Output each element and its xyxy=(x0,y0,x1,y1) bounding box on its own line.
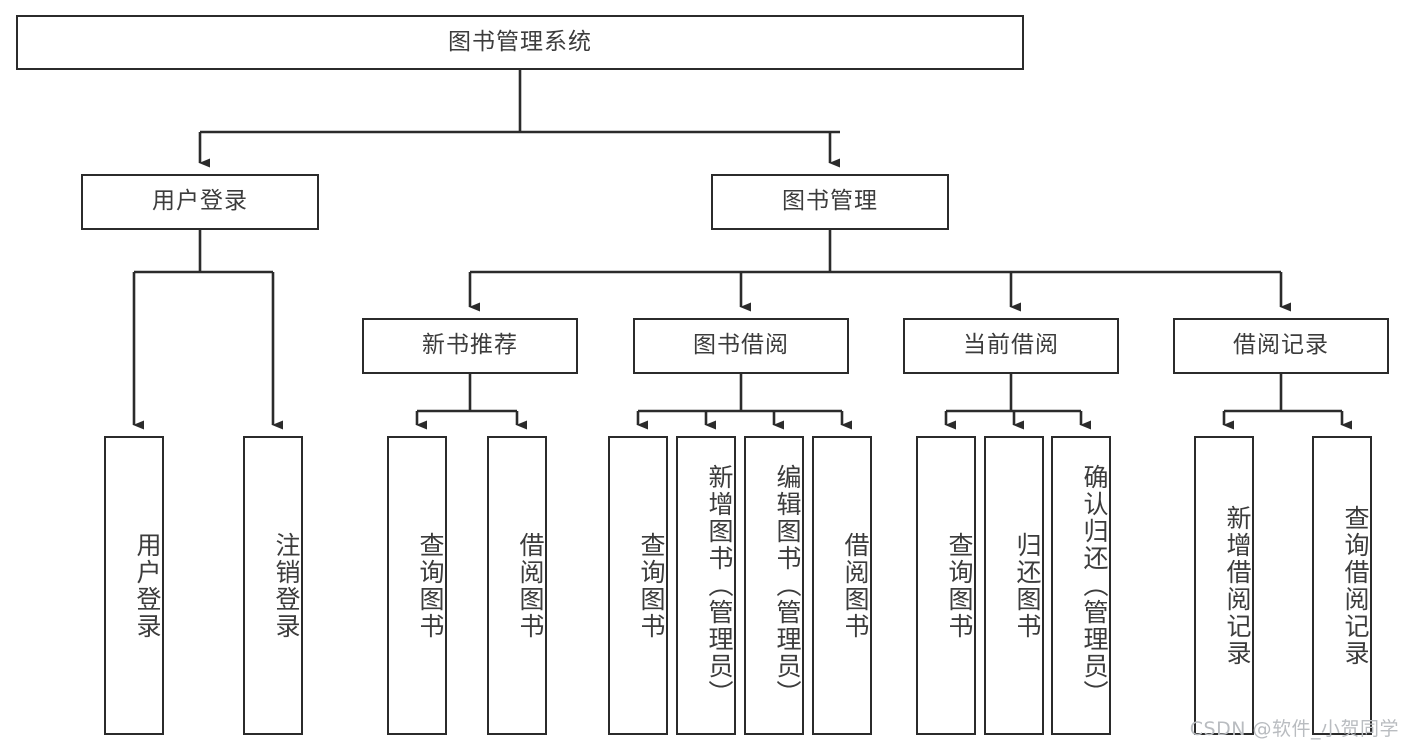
node-borrow-record-label: 借阅记录 xyxy=(1233,332,1329,359)
node-leaf-query-book-borrow-label: 查询图书 xyxy=(637,531,666,640)
node-new-book-recommend[interactable]: 新书推荐 xyxy=(362,318,578,374)
node-leaf-borrow-book-recommend[interactable]: 借阅图书 xyxy=(487,436,547,735)
node-leaf-user-login[interactable]: 用户登录 xyxy=(104,436,164,735)
node-leaf-add-book[interactable]: 新增图书（管理员） xyxy=(676,436,736,735)
node-user-login-label: 用户登录 xyxy=(152,188,248,215)
node-leaf-add-record-label: 新增借阅记录 xyxy=(1223,504,1252,667)
node-leaf-borrow-book-label: 借阅图书 xyxy=(841,531,870,640)
node-leaf-confirm-return-label: 确认归还（管理员） xyxy=(1080,464,1109,707)
csdn-watermark: CSDN @软件_小贺同学 xyxy=(1189,718,1399,740)
node-leaf-confirm-return[interactable]: 确认归还（管理员） xyxy=(1051,436,1111,735)
node-book-borrow-label: 图书借阅 xyxy=(693,332,789,359)
node-leaf-query-record[interactable]: 查询借阅记录 xyxy=(1312,436,1372,735)
node-leaf-borrow-book[interactable]: 借阅图书 xyxy=(812,436,872,735)
node-leaf-query-book-borrow[interactable]: 查询图书 xyxy=(608,436,668,735)
node-user-login[interactable]: 用户登录 xyxy=(81,174,319,230)
node-leaf-add-record[interactable]: 新增借阅记录 xyxy=(1194,436,1254,735)
node-current-borrow[interactable]: 当前借阅 xyxy=(903,318,1119,374)
node-leaf-query-book-current-label: 查询图书 xyxy=(945,531,974,640)
node-leaf-query-book-recommend-label: 查询图书 xyxy=(416,531,445,640)
node-book-borrow[interactable]: 图书借阅 xyxy=(633,318,849,374)
node-root[interactable]: 图书管理系统 xyxy=(16,15,1024,70)
node-current-borrow-label: 当前借阅 xyxy=(963,332,1059,359)
node-new-book-recommend-label: 新书推荐 xyxy=(422,332,518,359)
node-leaf-query-record-label: 查询借阅记录 xyxy=(1341,504,1370,667)
node-leaf-return-book[interactable]: 归还图书 xyxy=(984,436,1044,735)
node-book-manage[interactable]: 图书管理 xyxy=(711,174,949,230)
node-borrow-record[interactable]: 借阅记录 xyxy=(1173,318,1389,374)
node-leaf-query-book-recommend[interactable]: 查询图书 xyxy=(387,436,447,735)
node-leaf-edit-book[interactable]: 编辑图书（管理员） xyxy=(744,436,804,735)
node-leaf-borrow-book-recommend-label: 借阅图书 xyxy=(516,531,545,640)
node-leaf-query-book-current[interactable]: 查询图书 xyxy=(916,436,976,735)
node-leaf-logout-label: 注销登录 xyxy=(272,531,301,640)
node-leaf-add-book-label: 新增图书（管理员） xyxy=(705,464,734,707)
node-leaf-user-login-label: 用户登录 xyxy=(133,531,162,640)
node-book-manage-label: 图书管理 xyxy=(782,188,878,215)
node-leaf-logout[interactable]: 注销登录 xyxy=(243,436,303,735)
node-leaf-return-book-label: 归还图书 xyxy=(1013,531,1042,640)
node-leaf-edit-book-label: 编辑图书（管理员） xyxy=(773,464,802,707)
node-root-label: 图书管理系统 xyxy=(448,28,592,55)
